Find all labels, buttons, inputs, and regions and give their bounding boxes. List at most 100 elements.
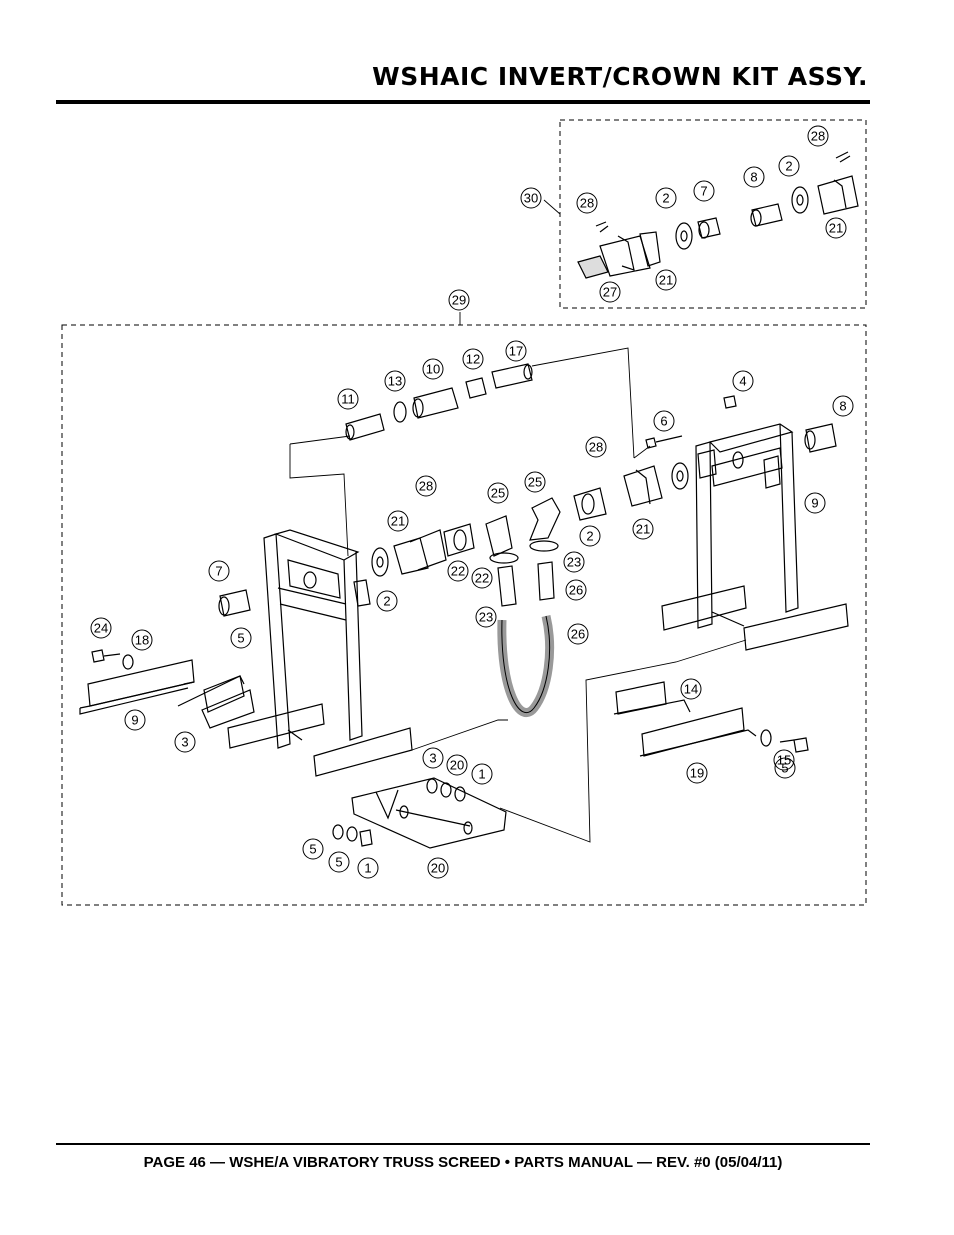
- callout-label-20: 20: [450, 758, 464, 773]
- page-title: WSHAIC INVERT/CROWN KIT ASSY.: [372, 62, 868, 91]
- callout-circle: [302, 838, 324, 860]
- callout-label-1: 1: [478, 767, 485, 782]
- callout-label-26: 26: [569, 583, 583, 598]
- callout-label-13: 13: [388, 374, 402, 389]
- callout-label-2: 2: [383, 594, 390, 609]
- callout-circle: [579, 525, 601, 547]
- callout-circle: [124, 709, 146, 731]
- callout-label-21: 21: [391, 514, 405, 529]
- left-nut-washer: [218, 547, 389, 617]
- left-brackets: [79, 649, 255, 729]
- callout-label-6: 6: [660, 414, 667, 429]
- callout-label-2: 2: [785, 159, 792, 174]
- callout-circle: [415, 475, 437, 497]
- callout-label-7: 7: [700, 184, 707, 199]
- callout-label-11: 11: [341, 392, 355, 407]
- callout-circle: [655, 187, 677, 209]
- callout-circle: [680, 678, 702, 700]
- callout-label-22: 22: [475, 571, 489, 586]
- callout-circle: [693, 180, 715, 202]
- callout-label-21: 21: [659, 273, 673, 288]
- callout-label-15: 15: [777, 753, 791, 768]
- callout-circle: [384, 370, 406, 392]
- callout-circle: [655, 269, 677, 291]
- callout-label-12: 12: [466, 352, 480, 367]
- kit-29-box: [61, 324, 867, 906]
- callout-label-5: 5: [335, 855, 342, 870]
- upper-shaft-assy: [345, 363, 533, 441]
- callout-circle: [732, 370, 754, 392]
- callout-label-4: 4: [739, 374, 746, 389]
- callout-circle: [524, 471, 546, 493]
- callout-label-2: 2: [586, 529, 593, 544]
- elbows: [485, 497, 561, 557]
- callout-circle: [337, 388, 359, 410]
- callout-label-1: 1: [364, 861, 371, 876]
- header-rule: [56, 100, 870, 104]
- callout-circle: [387, 510, 409, 532]
- callout-circle: [567, 623, 589, 645]
- callout-label-8: 8: [839, 399, 846, 414]
- callout-label-23: 23: [567, 555, 581, 570]
- callout-circle: [462, 348, 484, 370]
- callout-circle: [376, 590, 398, 612]
- callout-circle: [446, 754, 468, 776]
- callout-label-9: 9: [131, 713, 138, 728]
- callout-label-29: 29: [452, 293, 466, 308]
- callout-circle: [448, 289, 470, 311]
- callout-circle: [328, 851, 350, 873]
- callout-label-5: 5: [237, 631, 244, 646]
- callout-label-14: 14: [684, 682, 698, 697]
- callout-label-28: 28: [811, 129, 825, 144]
- kit30-parts: [577, 151, 859, 279]
- callout-label-28: 28: [580, 196, 594, 211]
- kit-30-box: [559, 119, 867, 309]
- callout-label-10: 10: [426, 362, 440, 377]
- hose-assy: [489, 540, 559, 717]
- callout-label-5: 5: [309, 842, 316, 857]
- callout-label-22: 22: [451, 564, 465, 579]
- right-brackets: [613, 681, 809, 757]
- callout-circle: [686, 762, 708, 784]
- callout-label-25: 25: [491, 486, 505, 501]
- callout-label-21: 21: [636, 522, 650, 537]
- callout-circle: [565, 579, 587, 601]
- callout-circle: [471, 567, 493, 589]
- callout-circle: [230, 627, 252, 649]
- callout-label-24: 24: [94, 621, 108, 636]
- page-footer: PAGE 46 — WSHE/A VIBRATORY TRUSS SCREED …: [143, 1154, 783, 1171]
- callout-circle: [357, 857, 379, 879]
- callout-label-20: 20: [431, 861, 445, 876]
- left-swivel-assy: [393, 523, 475, 575]
- callout-circle: [131, 629, 153, 651]
- callout-circle: [475, 606, 497, 628]
- right-swivel-assy: [573, 462, 689, 521]
- callout-circle: [505, 340, 527, 362]
- callout-circle: [427, 857, 449, 879]
- callout-label-3: 3: [181, 735, 188, 750]
- left-frame: [227, 529, 413, 777]
- callout-circle: [804, 492, 826, 514]
- callout-circle: [208, 560, 230, 582]
- callout-label-19: 19: [690, 766, 704, 781]
- callout-label-5: 5: [781, 761, 788, 776]
- callout-label-27: 27: [603, 285, 617, 300]
- callout-circle: [807, 125, 829, 147]
- callout-label-30: 30: [524, 191, 538, 206]
- callout-label-3: 3: [429, 751, 436, 766]
- footer-rule: [56, 1143, 870, 1145]
- callout-label-8: 8: [750, 170, 757, 185]
- callout-circle: [653, 410, 675, 432]
- callout-circle: [576, 192, 598, 214]
- callout-label-21: 21: [829, 221, 843, 236]
- base-assy: [332, 777, 507, 849]
- callout-label-25: 25: [528, 475, 542, 490]
- callout-circle: [832, 395, 854, 417]
- callout-circle: [447, 560, 469, 582]
- callout-circle: [825, 217, 847, 239]
- callout-circle: [585, 436, 607, 458]
- callout-circle: [90, 617, 112, 639]
- callout-circle: [632, 518, 654, 540]
- callout-circle: [422, 747, 444, 769]
